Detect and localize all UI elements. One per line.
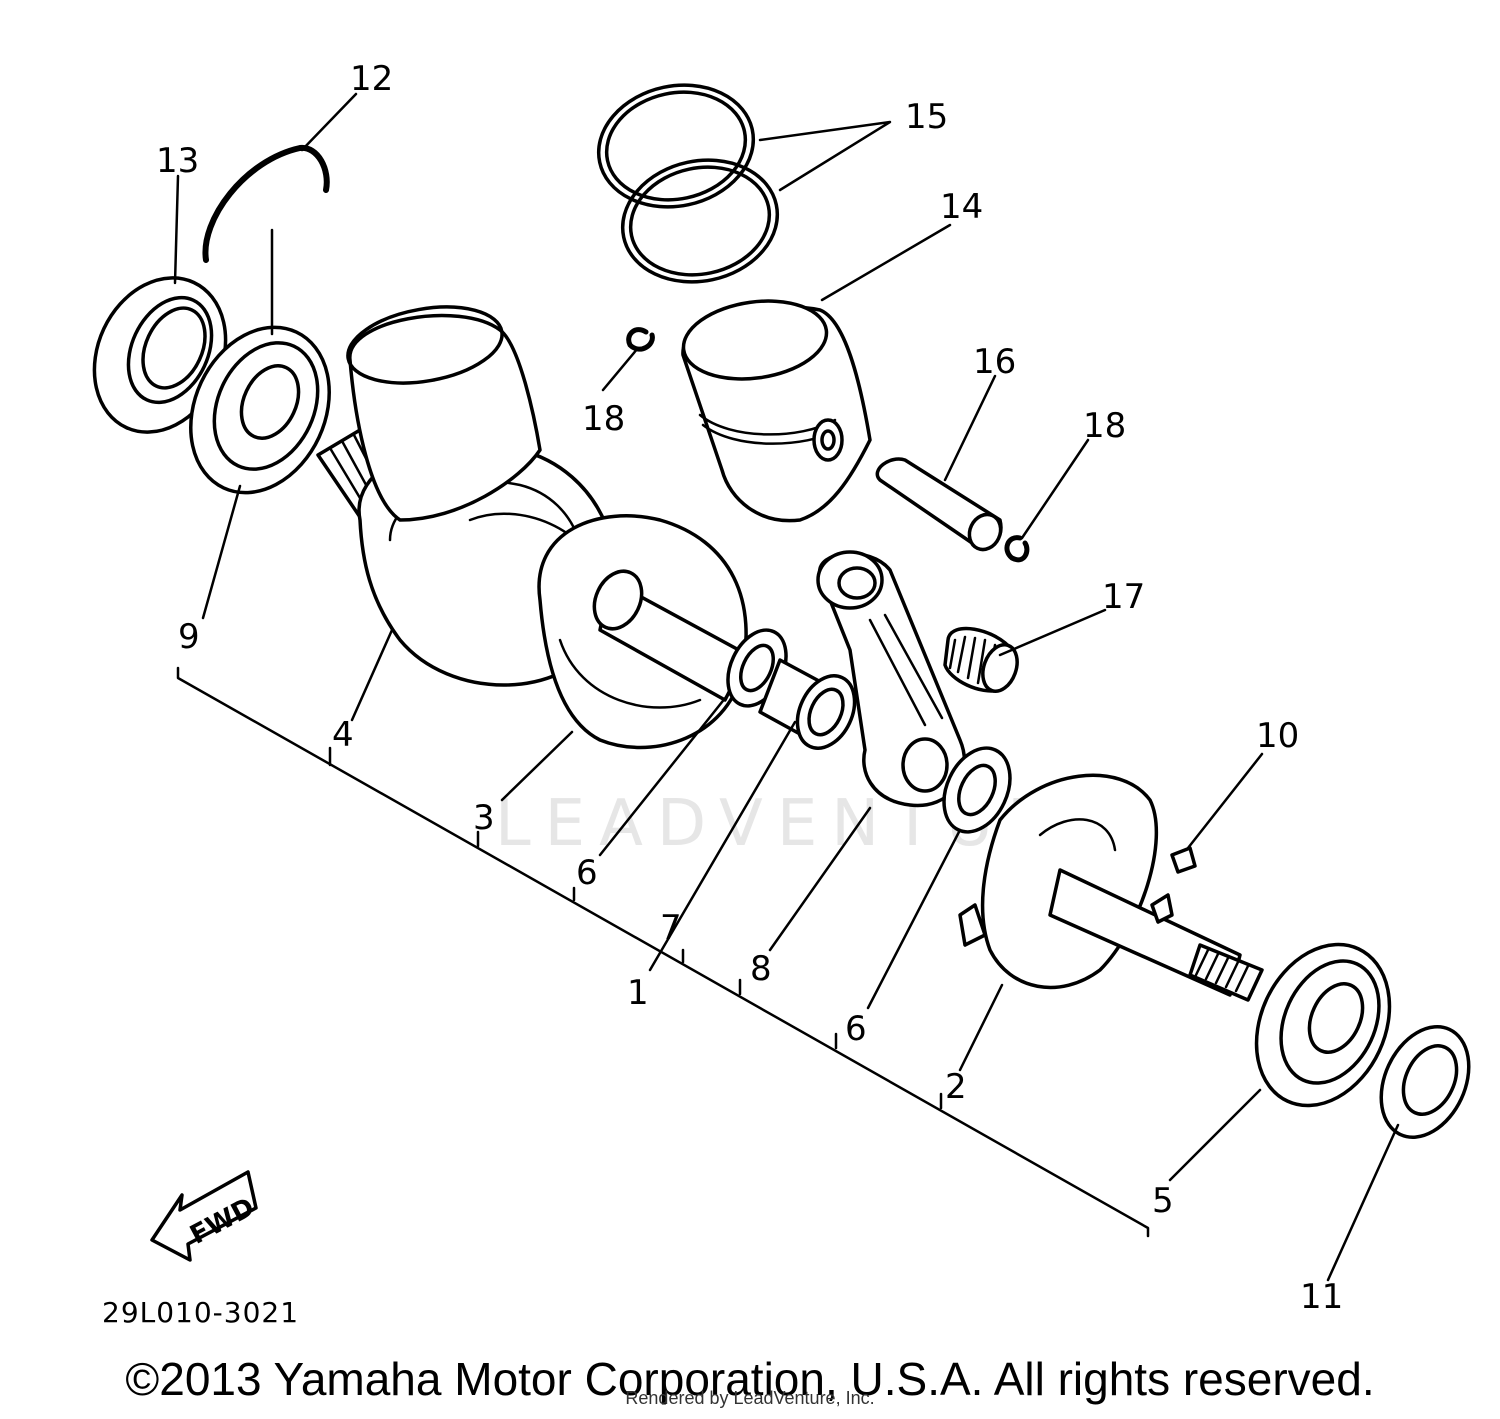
rendered-by-notice: Rendered by LeadVenture, Inc. [625, 1388, 875, 1408]
callout-8: 8 [750, 949, 772, 989]
callout-15: 15 [905, 97, 948, 137]
callout-10: 10 [1256, 716, 1299, 756]
callout-13: 13 [156, 141, 199, 181]
piston-rings-part [596, 83, 780, 284]
callout-11: 11 [1300, 1277, 1343, 1317]
forward-direction-arrow: FWD [150, 1170, 259, 1262]
piston-outline-left [346, 305, 542, 522]
piston-pin-clip-upper-part [626, 327, 655, 352]
callout-18-upper: 18 [582, 399, 625, 439]
callout-labels: 12 13 15 14 16 18 18 17 9 10 4 3 6 7 1 8… [156, 59, 1343, 1317]
callout-18-lower: 18 [1083, 406, 1126, 446]
copyright-notice: ©2013 Yamaha Motor Corporation, U.S.A. A… [125, 1353, 1375, 1405]
small-end-bearing-part [943, 626, 1019, 693]
bearing-left-part [189, 325, 331, 495]
oil-seal-left-part [92, 276, 228, 434]
piston-pin-part [875, 457, 1003, 552]
assembly-bracket-line [176, 666, 1150, 1238]
callout-2: 2 [945, 1067, 967, 1107]
callout-9: 9 [178, 617, 200, 657]
callout-4: 4 [332, 715, 354, 755]
callout-6-upper: 6 [576, 853, 598, 893]
woodruff-key-part [1170, 846, 1197, 874]
callout-14: 14 [940, 187, 983, 227]
callout-6-lower: 6 [845, 1009, 867, 1049]
piston-pin-clip-lower-part [1004, 535, 1030, 563]
bearing-right-part [1254, 942, 1392, 1108]
callout-12: 12 [350, 59, 393, 99]
wire-clip-part [202, 144, 330, 263]
crankshaft-right-half-part [958, 773, 1264, 1002]
needle-bearing-crankpin-part [758, 658, 857, 750]
diagram-code: 29L010-3021 [102, 1296, 299, 1329]
oil-seal-right-part [1379, 1025, 1471, 1139]
leader-lines [173, 92, 1400, 1282]
callout-5: 5 [1152, 1181, 1174, 1221]
callout-3: 3 [473, 798, 495, 838]
piston-part [681, 299, 872, 523]
callout-7: 7 [660, 908, 682, 948]
thrust-washer-lower-part [942, 746, 1012, 834]
callout-1: 1 [627, 973, 649, 1013]
callout-16: 16 [973, 342, 1016, 382]
callout-17: 17 [1102, 577, 1145, 617]
